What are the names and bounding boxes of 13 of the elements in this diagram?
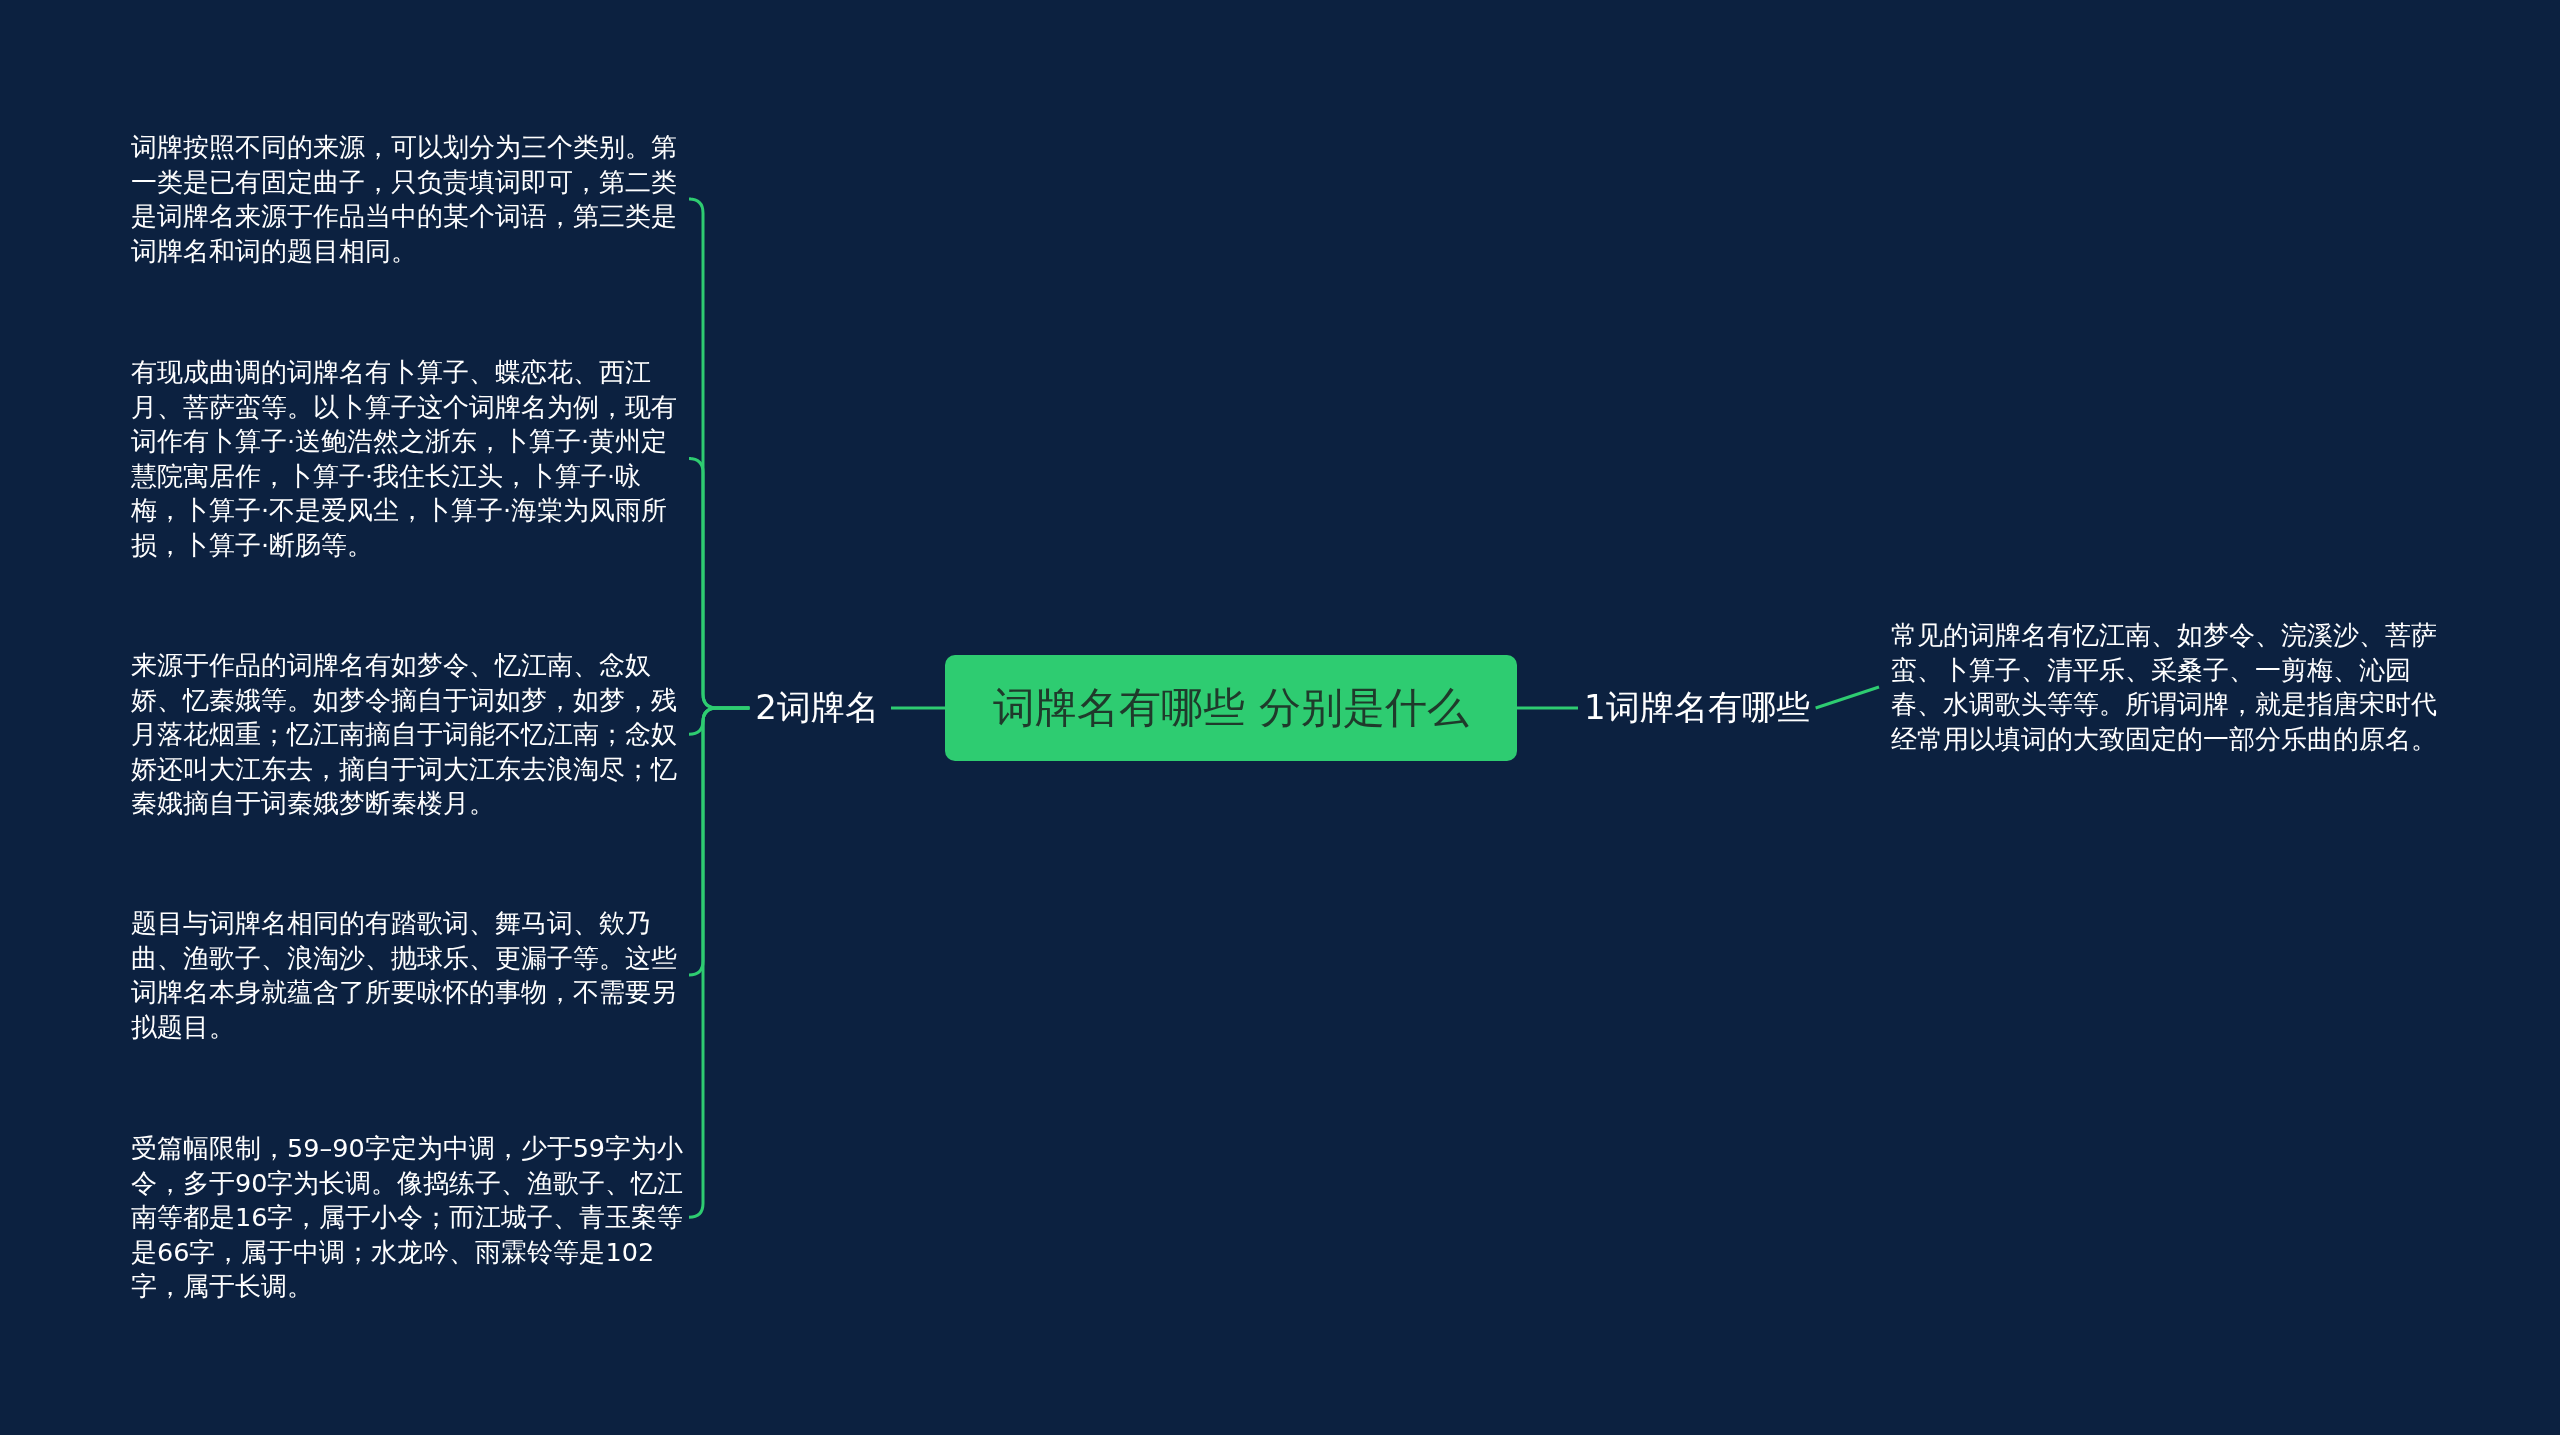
- connector-line: [1815, 685, 1880, 710]
- connector-line: [891, 706, 945, 710]
- leaf-text: 有现成曲调的词牌名有卜算子、蝶恋花、西江月、菩萨蛮等。以卜算子这个词牌名为例，现有词作有卜算子·送鲍浩然之浙东，卜算子·黄州定慧院寓居作，卜算子·我住长江头，卜算子·咏梅，卜算子·不是爱风尘，卜算子·海棠为风雨所损，卜算子·断肠等。: [131, 355, 691, 562]
- leaf-text: 常见的词牌名有忆江南、如梦令、浣溪沙、菩萨蛮、卜算子、清平乐、采桑子、一剪梅、沁园春、水调歌头等等。所谓词牌，就是指唐宋时代经常用以填词的大致固定的一部分乐曲的原名。: [1891, 618, 2451, 756]
- connector-line: [1517, 706, 1578, 710]
- leaf-text: 受篇幅限制，59–90字定为中调，少于59字为小令，多于90字为长调。像捣练子、渔歌子、忆江南等都是16字，属于小令；而江城子、青玉案等是66字，属于中调；水龙吟、雨霖铃等是102字，属于长调。: [131, 1131, 691, 1304]
- branch-topic: 1词牌名有哪些: [1578, 681, 1816, 735]
- leaf-text: 来源于作品的词牌名有如梦令、忆江南、念奴娇、忆秦娥等。如梦令摘自于词如梦，如梦，残月落花烟重；忆江南摘自于词能不忆江南；念奴娇还叫大江东去，摘自于词大江东去浪淘尽；忆秦娥摘自于词秦娥梦断秦楼月。: [131, 648, 691, 821]
- central-topic: 词牌名有哪些 分别是什么: [945, 655, 1517, 761]
- leaf-text: 词牌按照不同的来源，可以划分为三个类别。第一类是已有固定曲子，只负责填词即可，第二类是词牌名来源于作品当中的某个词语，第三类是词牌名和词的题目相同。: [131, 130, 691, 268]
- branch-topic: 2词牌名: [749, 681, 885, 735]
- leaf-text: 题目与词牌名相同的有踏歌词、舞马词、欸乃曲、渔歌子、浪淘沙、抛球乐、更漏子等。这些词牌名本身就蕴含了所要咏怀的事物，不需要另拟题目。: [131, 906, 691, 1044]
- connector-line: [687, 706, 750, 1219]
